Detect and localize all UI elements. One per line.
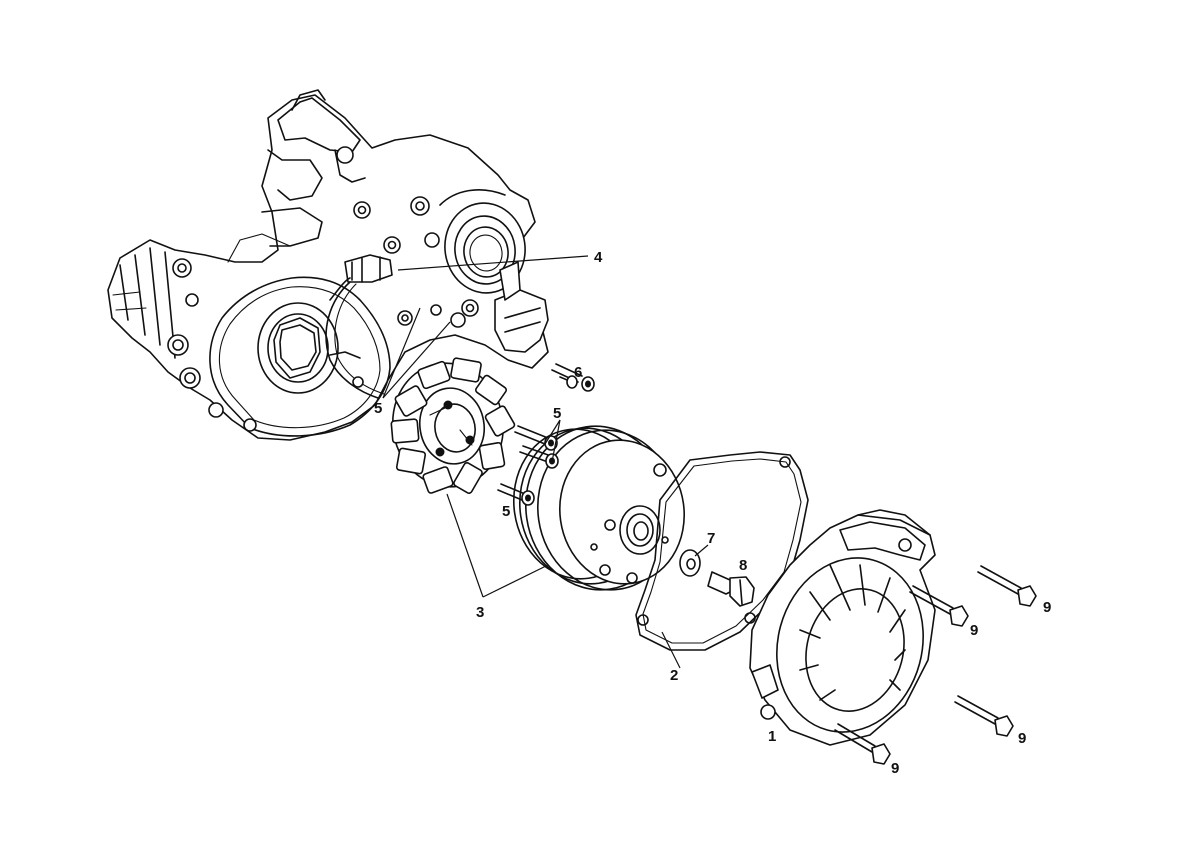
callout-9-mid-right: 9 [970,622,978,639]
cover-bolt-9d [834,723,891,765]
callout-9-bottom: 9 [891,760,899,777]
flywheel-bolt [707,571,755,607]
callout-9-low-right: 9 [1018,730,1026,747]
callout-9-top-right: 9 [1043,599,1051,616]
leader-lines [382,255,709,669]
callout-7: 7 [707,530,715,547]
cover-bolt-9b [909,585,969,627]
crankcase [107,89,549,441]
callout-8: 8 [739,557,747,574]
stator [390,357,516,494]
cover-bolt-9c [954,695,1014,737]
callout-5-upper-left: 5 [374,400,382,417]
callout-2: 2 [670,667,678,684]
screw-6 [551,363,595,392]
callout-5-lower: 5 [502,503,510,520]
washer [679,549,701,577]
callout-6: 6 [574,364,582,381]
callout-4: 4 [594,249,603,266]
flywheel-rotor [512,425,686,591]
callout-3: 3 [476,604,484,621]
callout-1: 1 [768,728,776,745]
callout-labels: 1 2 3 4 5 5 5 6 7 8 9 9 9 9 [374,249,1051,777]
callout-5-middle: 5 [553,405,561,422]
magneto-cover [749,509,936,746]
cover-bolt-9a [977,565,1037,607]
screw-5-lower [497,483,535,506]
